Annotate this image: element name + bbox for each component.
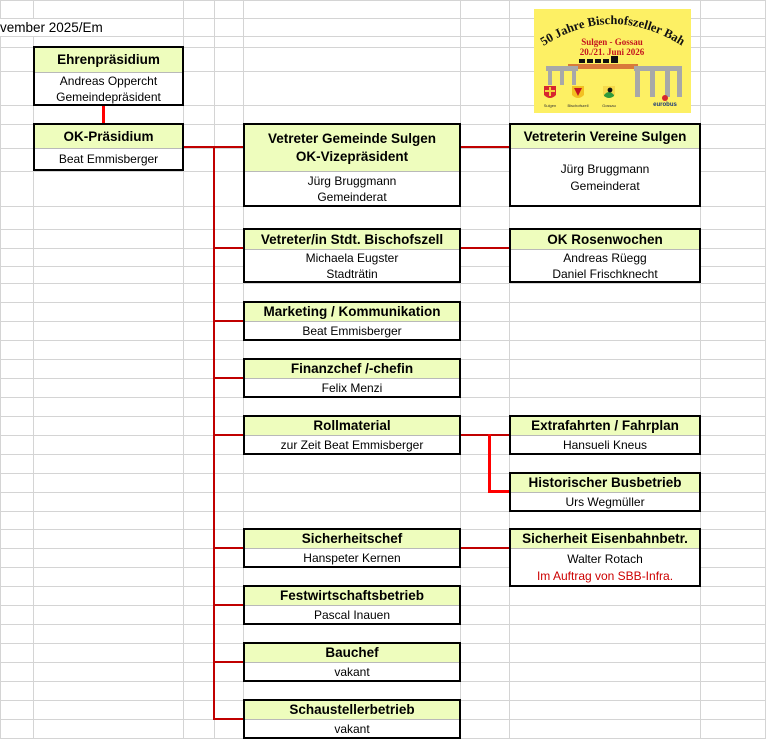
connector-branch-schausteller <box>213 718 244 720</box>
connector-trunk-v <box>213 146 215 720</box>
org-box-rosenwochen[interactable]: OK Rosenwochen Andreas Rüegg Daniel Fris… <box>509 228 701 283</box>
viaduct-right-icon <box>634 66 682 97</box>
org-box-bauchef[interactable]: Bauchef vakant <box>243 642 461 682</box>
connector-roll-bus-h <box>488 490 510 493</box>
crest-bischofszell-icon <box>572 86 584 98</box>
box-line: Stadträtin <box>326 267 378 281</box>
box-title: OK-Präsidium <box>35 125 182 149</box>
box-title: Sicherheit Eisenbahnbetr. <box>511 530 699 549</box>
crest-label: Sulgen <box>544 103 556 108</box>
sheet-header-cell[interactable]: vember 2025/Em <box>0 19 107 36</box>
viaduct-left-icon <box>546 66 578 85</box>
train-icon <box>579 56 618 63</box>
sponsor-name: eurobus <box>653 102 677 108</box>
box-line: Walter Rotach <box>567 552 643 566</box>
connector-branch-sicherheit <box>213 547 244 549</box>
org-box-extrafahrten[interactable]: Extrafahrten / Fahrplan Hansueli Kneus <box>509 415 701 455</box>
org-box-ok-praesidium[interactable]: OK-Präsidium Beat Emmisberger <box>33 123 184 171</box>
connector-branch-marketing <box>213 320 244 322</box>
org-box-vize[interactable]: Vetreter Gemeinde Sulgen OK-Vizepräsiden… <box>243 123 461 207</box>
box-line: Urs Wegmüller <box>565 494 645 509</box>
connector-branch-finanz <box>213 377 244 379</box>
box-title-line: Vetreter Gemeinde Sulgen <box>267 131 437 146</box>
box-title: Vetreter Gemeinde Sulgen OK-Vizepräsiden… <box>245 125 459 172</box>
box-line: Jürg Bruggmann <box>307 173 397 188</box>
org-box-busbetrieb[interactable]: Historischer Busbetrieb Urs Wegmüller <box>509 472 701 512</box>
event-logo[interactable]: 150 Jahre Bischofszeller Bahn Sulgen - G… <box>534 9 691 113</box>
connector-sicherheit-eisenbahn <box>460 547 510 549</box>
connector-bischofszell-rosen <box>460 247 510 249</box>
org-box-ehrenpraesidium[interactable]: Ehrenpräsidium Andreas Oppercht Gemeinde… <box>33 46 184 106</box>
box-line: Hansueli Kneus <box>562 437 648 452</box>
org-box-marketing[interactable]: Marketing / Kommunikation Beat Emmisberg… <box>243 301 461 341</box>
org-box-eisenbahn[interactable]: Sicherheit Eisenbahnbetr. Walter Rotach … <box>509 528 701 587</box>
connector-vize-vereine <box>460 146 510 148</box>
bridge-deck <box>568 64 638 69</box>
org-box-sicherheit[interactable]: Sicherheitschef Hanspeter Kernen <box>243 528 461 568</box>
org-box-festwirtschaft[interactable]: Festwirtschaftsbetrieb Pascal Inauen <box>243 585 461 625</box>
box-title: Extrafahrten / Fahrplan <box>511 417 699 436</box>
box-line: Hanspeter Kernen <box>303 550 401 565</box>
sponsor-logo-icon: eurobus <box>653 95 677 108</box>
org-box-bischofszell[interactable]: Vetreter/in Stdt. Bischofszell Michaela … <box>243 228 461 283</box>
connector-branch-bauchef <box>213 661 244 663</box>
crest-label: Gossau <box>602 103 616 108</box>
logo-dates: 20./21. Juni 2026 <box>580 47 645 57</box>
org-box-vereine[interactable]: Vetreterin Vereine Sulgen Jürg Bruggmann… <box>509 123 701 207</box>
crest-sulgen-icon <box>544 86 556 98</box>
event-logo-graphic: 150 Jahre Bischofszeller Bahn Sulgen - G… <box>534 9 688 108</box>
box-title: Historischer Busbetrieb <box>511 474 699 493</box>
box-title: Ehrenpräsidium <box>35 48 182 73</box>
box-title: Sicherheitschef <box>245 530 459 549</box>
box-line: Daniel Frischknecht <box>552 267 658 281</box>
org-box-finanz[interactable]: Finanzchef /-chefin Felix Menzi <box>243 358 461 398</box>
box-line: Beat Emmisberger <box>302 323 402 338</box>
box-line: Andreas Oppercht <box>59 73 158 88</box>
connector-branch-rollmaterial <box>213 434 244 436</box>
box-title-line: OK-Vizepräsident <box>295 149 409 164</box>
box-line: Andreas Rüegg <box>563 250 647 265</box>
box-title: Festwirtschaftsbetrieb <box>245 587 459 606</box>
box-note: Im Auftrag von SBB-Infra. <box>536 568 674 583</box>
box-title: Finanzchef /-chefin <box>245 360 459 379</box>
box-line: Gemeinderat <box>570 178 640 193</box>
box-line: Felix Menzi <box>321 380 383 395</box>
connector-roll-extrafahrten <box>460 434 510 436</box>
connector-branch-festwirtschaft <box>213 604 244 606</box>
connector-roll-bus-v <box>488 434 491 492</box>
box-line: Gemeindepräsident <box>56 90 161 104</box>
box-title: Schaustellerbetrieb <box>245 701 459 720</box>
org-box-rollmaterial[interactable]: Rollmaterial zur Zeit Beat Emmisberger <box>243 415 461 455</box>
box-title: Vetreter/in Stdt. Bischofszell <box>245 230 459 250</box>
box-line: Beat Emmisberger <box>58 152 159 167</box>
box-title: Bauchef <box>245 644 459 663</box>
box-title: Marketing / Kommunikation <box>245 303 459 322</box>
box-line: zur Zeit Beat Emmisberger <box>280 437 424 452</box>
box-line: vakant <box>334 721 370 736</box>
box-line: Gemeinderat <box>317 190 387 204</box>
box-line: Pascal Inauen <box>313 607 391 622</box>
box-title: OK Rosenwochen <box>511 230 699 250</box>
box-title: Vetreterin Vereine Sulgen <box>511 125 699 149</box>
crest-label: Bischofszell <box>567 103 588 108</box>
logo-route: Sulgen - Gossau <box>581 37 643 47</box>
connector-ehren-ok <box>102 105 105 125</box>
box-line: Jürg Bruggmann <box>560 162 650 176</box>
org-box-schausteller[interactable]: Schaustellerbetrieb vakant <box>243 699 461 739</box>
box-title: Rollmaterial <box>245 417 459 436</box>
connector-branch-bischofszell <box>213 247 244 249</box>
box-line: vakant <box>334 664 370 679</box>
box-line: Michaela Eugster <box>305 250 399 265</box>
crest-gossau-icon <box>603 86 615 98</box>
